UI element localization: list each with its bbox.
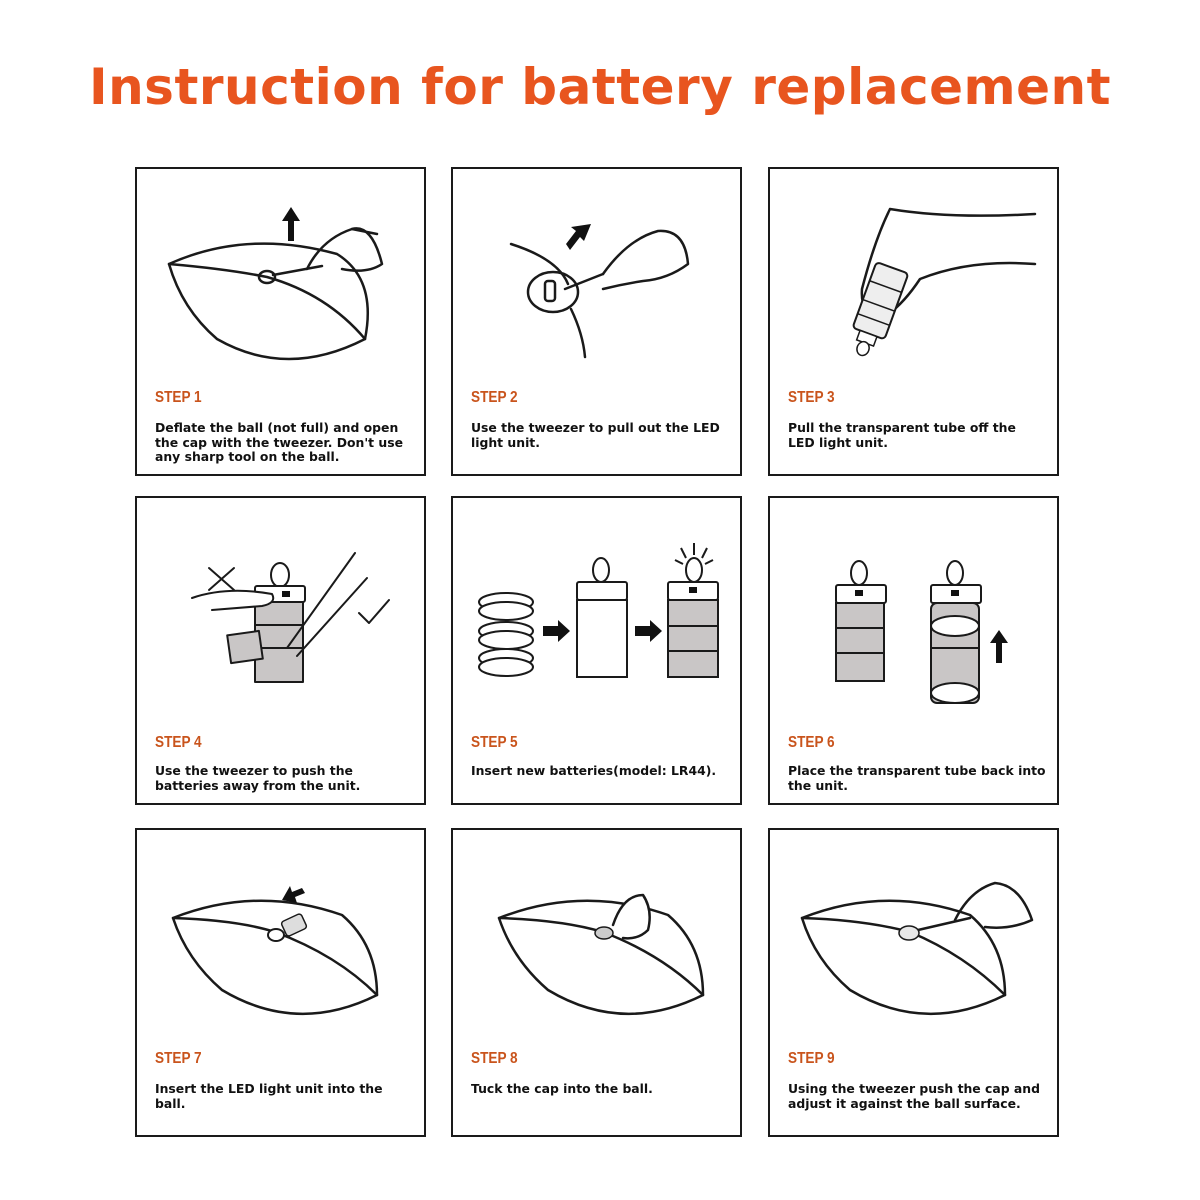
step-card-5: STEP 5 Insert new batteries(model: LR44)… — [451, 496, 742, 805]
light-rays-icon — [675, 543, 713, 564]
step-description: Deflate the ball (not full) and open the… — [155, 420, 403, 464]
tweezer — [273, 266, 322, 275]
tweezer — [565, 274, 603, 289]
led-unit — [545, 281, 555, 301]
hand — [613, 895, 650, 938]
step-card-7: STEP 7 Insert the LED light unit into th… — [135, 828, 426, 1137]
led-unit — [281, 913, 308, 937]
led-unit-tube — [845, 262, 909, 361]
step-description: Use the tweezer to push the batteries aw… — [155, 763, 361, 793]
check-icon — [359, 600, 389, 623]
step-card-9: STEP 9 Using the tweezer push the cap an… — [768, 828, 1059, 1137]
step-label: STEP 4 — [155, 734, 202, 751]
tweezer — [287, 553, 367, 656]
step-label: STEP 1 — [155, 389, 202, 406]
step-label: STEP 5 — [471, 734, 518, 751]
ball-outline — [169, 244, 368, 359]
page-title: Instruction for battery replacement — [88, 58, 1112, 116]
step-description: Pull the transparent tube off the LED li… — [788, 420, 1016, 450]
step-description: Place the transparent tube back into the… — [788, 763, 1046, 793]
arrow-icon — [635, 620, 662, 642]
hand — [192, 591, 273, 610]
step-label: STEP 6 — [788, 734, 835, 751]
step-7-illustration — [137, 886, 428, 1045]
hand — [955, 883, 1032, 928]
cap — [595, 927, 613, 939]
ball-outline — [499, 901, 703, 1014]
step-label: STEP 8 — [471, 1050, 518, 1067]
step-3-illustration — [770, 169, 1061, 384]
step-8-illustration — [453, 830, 744, 1045]
step-4-illustration — [137, 498, 428, 713]
step-card-6: STEP 6 Place the transparent tube back i… — [768, 496, 1059, 805]
step-5-illustration — [453, 498, 744, 713]
step-label: STEP 2 — [471, 389, 518, 406]
step-2-illustration — [453, 224, 744, 384]
step-label: STEP 9 — [788, 1050, 835, 1067]
arrow-icon — [543, 620, 570, 642]
ball-outline — [173, 901, 377, 1014]
step-card-1: STEP 1 Deflate the ball (not full) and o… — [135, 167, 426, 476]
step-9-illustration — [770, 830, 1061, 1045]
step-label: STEP 3 — [788, 389, 835, 406]
step-label: STEP 7 — [155, 1050, 202, 1067]
step-description: Using the tweezer push the cap and adjus… — [788, 1081, 1040, 1111]
arrow-icon — [566, 224, 591, 250]
ball-outline — [802, 901, 1005, 1014]
arrow-icon — [282, 886, 305, 903]
step-1-illustration — [137, 207, 428, 384]
cross-icon — [209, 568, 234, 590]
cap-hole — [528, 272, 578, 312]
step-card-3: STEP 3 Pull the transparent tube off the… — [768, 167, 1059, 476]
step-description: Use the tweezer to pull out the LED ligh… — [471, 420, 720, 450]
hand — [603, 231, 688, 289]
tweezer — [918, 918, 970, 930]
step-card-8: STEP 8 Tuck the cap into the ball. — [451, 828, 742, 1137]
pushed-battery — [227, 631, 263, 663]
cap — [259, 271, 275, 283]
step-description: Tuck the cap into the ball. — [471, 1081, 653, 1096]
cap — [899, 926, 919, 940]
step-description: Insert new batteries(model: LR44). — [471, 763, 717, 778]
up-arrow-icon — [990, 630, 1008, 663]
up-arrow-icon — [282, 207, 300, 241]
led-bulb — [271, 563, 289, 587]
step-6-illustration — [770, 498, 1008, 713]
step-card-2: STEP 2 Use the tweezer to pull out the L… — [451, 167, 742, 476]
hand — [307, 228, 382, 270]
step-description: Insert the LED light unit into the ball. — [155, 1081, 383, 1111]
step-card-4: STEP 4 Use the tweezer to push the batte… — [135, 496, 426, 805]
battery-stack — [479, 593, 533, 676]
